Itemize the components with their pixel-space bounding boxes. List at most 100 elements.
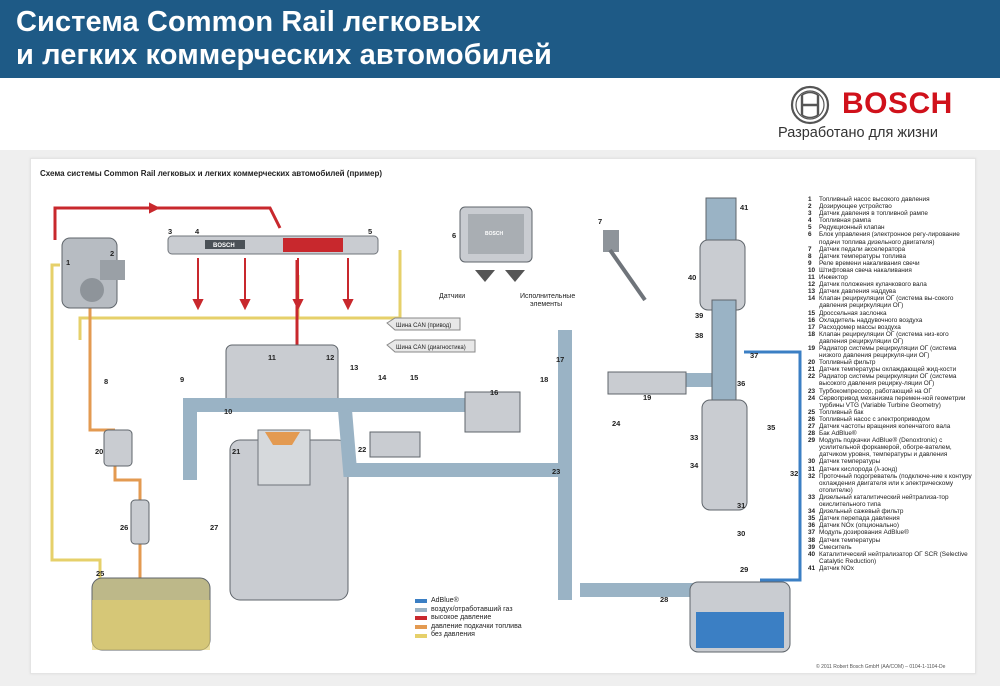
callout-10: 10 — [224, 407, 232, 416]
diagram-title: Схема системы Common Rail легковых и лег… — [40, 169, 383, 178]
callout-15: 15 — [410, 373, 418, 382]
legend-text: Топливная рампа — [819, 217, 871, 225]
callout-16: 16 — [490, 388, 498, 397]
legend-text: Проточный подогреватель (подключе-ние к … — [819, 472, 972, 494]
legend-text: Топливный фильтр — [819, 359, 876, 367]
legend-number: 22 — [808, 373, 816, 381]
callout-13: 13 — [350, 363, 358, 372]
callout-6: 6 — [452, 231, 456, 240]
legend-text: Радиатор системы рециркуляции ОГ (систем… — [819, 373, 957, 388]
callout-24: 24 — [612, 419, 621, 428]
can-drive-label: Шина CAN (привод) — [396, 323, 451, 329]
bosch-armature-icon — [790, 85, 830, 125]
legend-text: Инжектор — [819, 274, 848, 282]
accelerator-pedal — [603, 230, 647, 302]
key-swatch — [415, 625, 427, 630]
legend-text: Модуль подкачки AdBlue® (Denoxtronic) с … — [819, 437, 952, 459]
legend-number: 15 — [808, 309, 816, 317]
legend-text: Дизельный сажевый фильтр — [819, 508, 904, 516]
callout-39: 39 — [695, 311, 703, 320]
legend-number: 9 — [808, 259, 812, 267]
callout-37: 37 — [750, 351, 758, 360]
sensors-label: Датчики — [439, 293, 465, 300]
callout-29: 29 — [740, 565, 748, 574]
key-item: без давления — [415, 631, 522, 640]
legend-number: 17 — [808, 323, 816, 331]
legend-text: Штифтовая свеча накаливания — [819, 266, 912, 274]
bosch-logo: BOSCH Разработано для жизни — [778, 85, 970, 145]
key-label: AdBlue® — [431, 597, 459, 604]
key-swatch — [415, 607, 427, 612]
callout-17: 17 — [556, 355, 564, 364]
legend-text: Датчик давления в топливной рампе — [819, 210, 928, 218]
color-key: AdBlue® воздух/отработавший газ высокое … — [415, 597, 522, 640]
key-label: воздух/отработавший газ — [431, 605, 513, 613]
legend-text: Бак AdBlue® — [819, 430, 857, 438]
callout-32: 32 — [790, 469, 798, 478]
callout-11: 11 — [268, 353, 276, 362]
callout-34: 34 — [690, 461, 699, 470]
adblue-tank — [689, 581, 791, 653]
can-bus-drive — [386, 317, 461, 331]
legend-text: Датчик педали акселератора — [819, 245, 906, 253]
fuel-tank — [91, 577, 211, 651]
legend-number: 10 — [808, 266, 816, 274]
legend-number: 19 — [808, 344, 816, 352]
legend-number: 25 — [808, 408, 816, 416]
callout-36: 36 — [737, 379, 745, 388]
high-pressure-arrows — [149, 202, 354, 311]
legend-number: 16 — [808, 316, 816, 324]
callout-7: 7 — [598, 217, 602, 226]
key-item: AdBlue® — [415, 597, 522, 606]
legend-number: 36 — [808, 522, 816, 530]
legend-number: 28 — [808, 430, 816, 438]
legend-text: Дозирующее устройство — [819, 203, 892, 211]
legend-text: Датчик перепада давления — [819, 515, 900, 523]
can-bus-diag — [386, 339, 476, 353]
legend-text: Блок управления (электронное регу-лирова… — [819, 231, 960, 246]
callout-3: 3 — [168, 227, 172, 236]
high-pressure-pump — [61, 237, 125, 309]
callout-31: 31 — [737, 501, 745, 510]
legend-number: 14 — [808, 295, 816, 303]
title-line-2: и легких коммерческих автомобилей — [16, 39, 552, 71]
key-item: давление подкачки топлива — [415, 623, 522, 632]
legend-number: 33 — [808, 493, 816, 501]
legend-number: 29 — [808, 437, 816, 445]
page-title: Система Common Rail легковых и легких ко… — [16, 6, 552, 72]
legend-text: Каталитический нейтрализатор ОГ SCR (Sel… — [819, 550, 968, 565]
legend-number: 37 — [808, 529, 816, 537]
legend-text: Модуль дозирования AdBlue® — [819, 529, 909, 537]
legend-number: 39 — [808, 543, 816, 551]
callout-21: 21 — [232, 447, 240, 456]
logo-text: BOSCH — [842, 87, 953, 120]
callout-18: 18 — [540, 375, 548, 384]
legend-text: Датчик температуры охлаждающей жид-кости — [819, 366, 957, 374]
key-item: воздух/отработавший газ — [415, 606, 522, 615]
callout-4: 4 — [195, 227, 200, 236]
legend-number: 3 — [808, 210, 812, 218]
legend-text: Датчик NOx (опционально) — [819, 522, 899, 530]
